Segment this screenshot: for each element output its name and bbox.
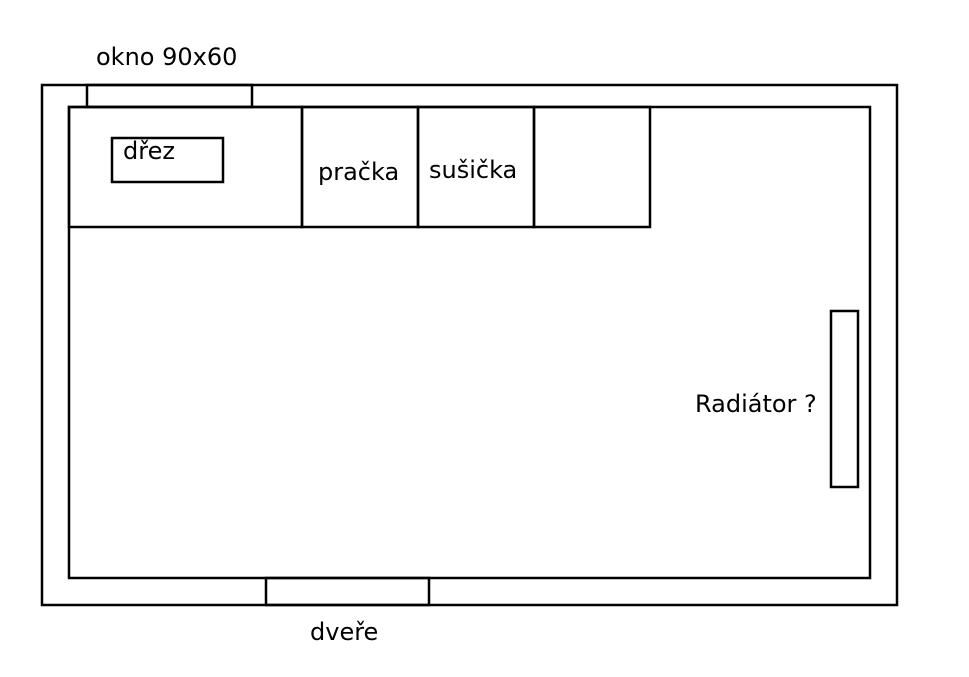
window-label: okno 90x60: [96, 43, 238, 71]
sink-counter: [67, 105, 304, 229]
dryer-label: sušička: [429, 156, 518, 184]
washer-label: pračka: [318, 158, 400, 186]
radiator: [829, 309, 860, 489]
door: [264, 576, 431, 607]
window: [85, 83, 254, 109]
empty-cabinet: [532, 105, 652, 229]
radiator-label: Radiátor ?: [695, 390, 817, 418]
door-label: dveře: [310, 618, 379, 646]
outer-wall: [40, 83, 899, 607]
sink-label: dřez: [123, 137, 175, 165]
sink-basin: [110, 136, 225, 184]
